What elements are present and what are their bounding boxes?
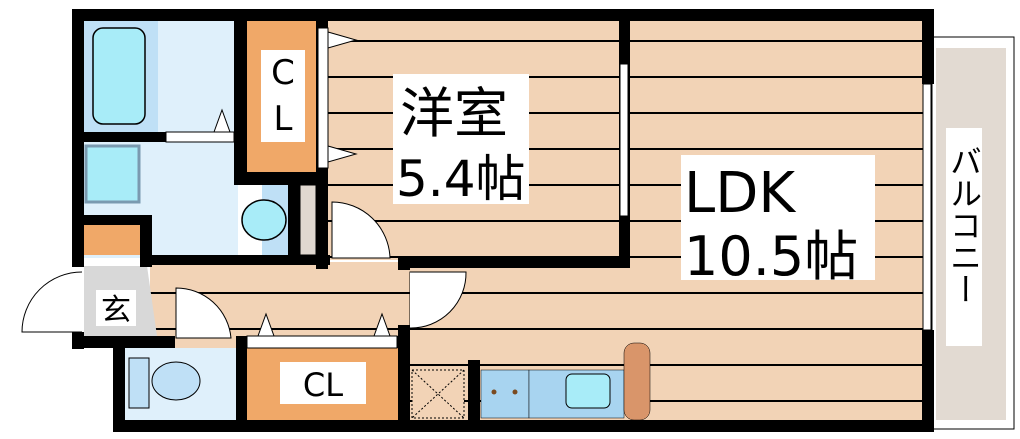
bathtub-icon xyxy=(92,27,146,125)
closet-top-label-c: C xyxy=(271,53,295,93)
western-room-name: 洋室 xyxy=(400,82,508,145)
balcony-label: バルコニー xyxy=(945,145,983,305)
entrance-label: 玄 xyxy=(101,293,131,328)
closet-bottom: CL xyxy=(247,348,400,420)
closet-top-label-l: L xyxy=(274,99,293,139)
toilet-tank-icon xyxy=(128,357,150,409)
doors xyxy=(165,31,467,349)
washing-machine-icon xyxy=(84,144,141,204)
western-room-size: 5.4帖 xyxy=(396,150,526,208)
windows xyxy=(317,27,932,331)
ldk-size: 10.5帖 xyxy=(684,225,858,288)
entrance: 玄 xyxy=(21,266,157,336)
western-room-label: 洋室 5.4帖 xyxy=(393,74,529,208)
closet-top: C L xyxy=(247,20,318,173)
shoe-closet xyxy=(84,225,140,255)
refrigerator-space xyxy=(411,369,465,419)
kitchen xyxy=(411,342,651,422)
ldk-label: LDK 10.5帖 xyxy=(681,155,875,288)
balcony: バルコニー xyxy=(931,36,1015,430)
stove-icon xyxy=(480,369,530,419)
toilet-room xyxy=(124,348,236,420)
ldk-name: LDK xyxy=(684,161,796,226)
counter-icon xyxy=(623,342,651,421)
closet-bottom-label: CL xyxy=(303,366,343,404)
toilet-icon xyxy=(151,361,201,401)
washbasin-icon xyxy=(241,199,287,241)
